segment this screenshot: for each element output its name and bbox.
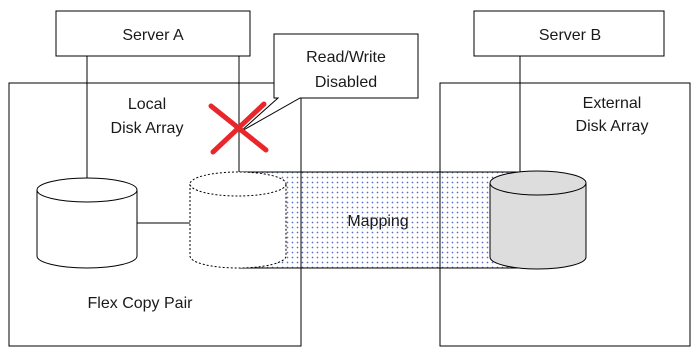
server-b-label: Server B [539, 27, 601, 44]
external-disk-array-label-line2: Disk Array [576, 118, 649, 135]
read-write-disabled-callout: Read/Write Disabled [239, 33, 419, 133]
server-b-box [473, 10, 665, 57]
local-disk-array-label-line1: Local [128, 96, 166, 113]
server-a-box [55, 10, 251, 57]
callout-line2: Disabled [315, 74, 377, 91]
local-disk-array-label-line2: Disk Array [111, 120, 184, 137]
callout-line1: Read/Write [306, 49, 386, 66]
mapping-band [239, 172, 538, 268]
external-volume-icon [489, 170, 587, 270]
flex-copy-pair-label: Flex Copy Pair [88, 295, 194, 312]
blocked-access-cross-icon [208, 101, 269, 155]
server-a-label: Server A [122, 27, 184, 44]
mapping-label: Mapping [347, 213, 408, 230]
external-disk-array-label-line1: External [583, 95, 642, 112]
virtual-volume-icon [189, 171, 287, 269]
primary-volume-icon [36, 177, 138, 269]
